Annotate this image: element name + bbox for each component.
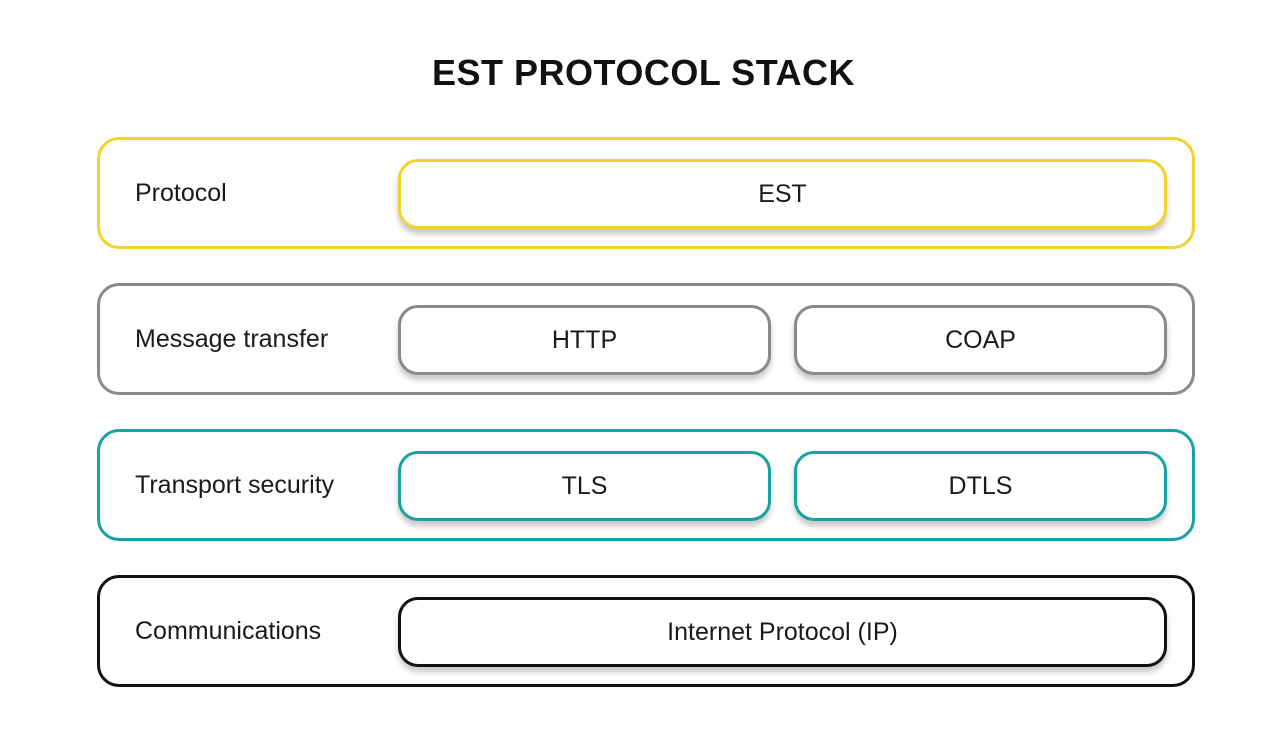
layer-label: Transport security: [135, 470, 335, 499]
layer-label: Communications: [135, 616, 322, 645]
protocol-box-est: EST: [398, 159, 1167, 229]
layer-communications: Communications Internet Protocol (IP): [97, 575, 1195, 687]
protocol-box-coap: COAP: [794, 305, 1167, 375]
layer-label: Message transfer: [135, 324, 329, 353]
protocol-box-ip: Internet Protocol (IP): [398, 597, 1167, 667]
diagram-title: EST PROTOCOL STACK: [431, 52, 856, 93]
layer-label: Protocol: [135, 178, 227, 207]
protocol-box-tls: TLS: [398, 451, 771, 521]
layer-transport-security: Transport security TLS DTLS: [97, 429, 1195, 541]
protocol-box-dtls: DTLS: [794, 451, 1167, 521]
layer-message-transfer: Message transfer HTTP COAP: [97, 283, 1195, 395]
layer-protocol: Protocol EST: [97, 137, 1195, 249]
protocol-box-http: HTTP: [398, 305, 771, 375]
